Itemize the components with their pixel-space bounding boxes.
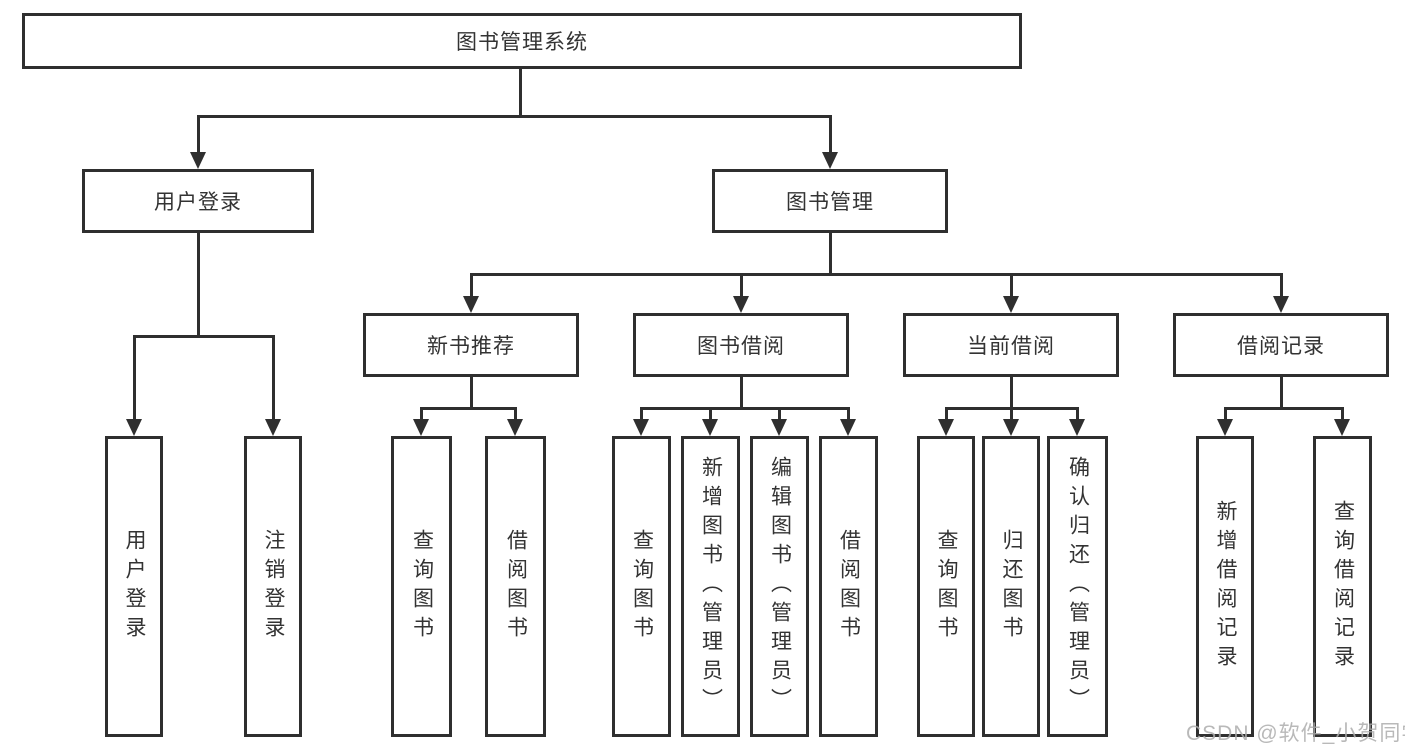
connector-line: [197, 115, 200, 152]
node-borrowing-records: 借阅记录: [1173, 313, 1389, 377]
node-book-borrowing: 图书借阅: [633, 313, 849, 377]
connector-line: [1010, 273, 1013, 296]
connector-line: [1076, 407, 1079, 419]
leaf-edit-books-admin-label: 编辑图书（管理员）: [768, 456, 792, 717]
connector-line: [640, 407, 850, 410]
node-library-management-system-label: 图书管理系统: [456, 31, 588, 54]
connector-line: [1224, 407, 1344, 410]
leaf-logout-login: 注销登录: [244, 436, 302, 737]
node-book-management-label: 图书管理: [786, 191, 874, 214]
connector-line: [133, 335, 275, 338]
connector-line: [1280, 273, 1283, 296]
leaf-edit-books-admin: 编辑图书（管理员）: [750, 436, 809, 737]
leaf-recommend-borrow-books-label: 借阅图书: [504, 528, 528, 645]
leaf-user-login-label: 用户登录: [123, 528, 147, 645]
node-borrowing-records-label: 借阅记录: [1237, 335, 1325, 358]
leaf-add-borrow-record-label: 新增借阅记录: [1214, 499, 1238, 674]
connector-line: [829, 115, 832, 152]
connector-arrow: [1334, 419, 1350, 436]
connector-arrow: [265, 419, 281, 436]
connector-arrow: [633, 419, 649, 436]
connector-arrow: [1003, 296, 1019, 313]
leaf-query-borrow-record: 查询借阅记录: [1313, 436, 1372, 737]
connector-arrow: [190, 152, 206, 169]
leaf-recommend-borrow-books: 借阅图书: [485, 436, 546, 737]
leaf-add-books-admin: 新增图书（管理员）: [681, 436, 740, 737]
leaf-return-books-label: 归还图书: [1000, 528, 1024, 645]
connector-line: [1341, 407, 1344, 419]
leaf-borrowing-borrow-books: 借阅图书: [819, 436, 878, 737]
leaf-borrowing-query-books: 查询图书: [612, 436, 671, 737]
node-new-book-recommendation: 新书推荐: [363, 313, 579, 377]
leaf-return-books: 归还图书: [982, 436, 1040, 737]
node-current-borrowing-label: 当前借阅: [967, 335, 1055, 358]
connector-line: [197, 115, 832, 118]
connector-arrow: [771, 419, 787, 436]
connector-line: [740, 273, 743, 296]
node-current-borrowing: 当前借阅: [903, 313, 1119, 377]
connector-line: [1224, 407, 1227, 419]
node-user-login: 用户登录: [82, 169, 314, 233]
connector-line: [197, 233, 200, 335]
connector-arrow: [507, 419, 523, 436]
connector-line: [470, 377, 473, 407]
leaf-current-query-books: 查询图书: [917, 436, 975, 737]
connector-arrow: [840, 419, 856, 436]
leaf-add-books-admin-label: 新增图书（管理员）: [699, 456, 723, 717]
node-user-login-label: 用户登录: [154, 191, 242, 214]
connector-line: [778, 407, 781, 419]
connector-arrow: [733, 296, 749, 313]
connector-line: [829, 233, 832, 273]
node-library-management-system: 图书管理系统: [22, 13, 1022, 69]
leaf-query-borrow-record-label: 查询借阅记录: [1331, 499, 1355, 674]
connector-line: [640, 407, 643, 419]
connector-arrow: [463, 296, 479, 313]
connector-line: [847, 407, 850, 419]
connector-arrow: [1069, 419, 1085, 436]
connector-arrow: [938, 419, 954, 436]
leaf-user-login: 用户登录: [105, 436, 163, 737]
watermark: CSDN @软件_小贺同学: [1186, 722, 1405, 745]
connector-line: [1010, 407, 1013, 419]
connector-line: [133, 335, 136, 419]
node-book-borrowing-label: 图书借阅: [697, 335, 785, 358]
connector-line: [420, 407, 423, 419]
connector-arrow: [1273, 296, 1289, 313]
connector-line: [519, 69, 522, 117]
connector-line: [272, 335, 275, 419]
connector-arrow: [413, 419, 429, 436]
leaf-recommend-query-books-label: 查询图书: [410, 528, 434, 645]
leaf-logout-login-label: 注销登录: [262, 528, 286, 645]
connector-line: [709, 407, 712, 419]
leaf-confirm-return-admin-label: 确认归还（管理员）: [1066, 456, 1090, 717]
connector-line: [420, 407, 517, 410]
leaf-recommend-query-books: 查询图书: [391, 436, 452, 737]
leaf-add-borrow-record: 新增借阅记录: [1196, 436, 1254, 737]
connector-line: [470, 273, 1283, 276]
connector-arrow: [822, 152, 838, 169]
node-book-management: 图书管理: [712, 169, 948, 233]
leaf-confirm-return-admin: 确认归还（管理员）: [1047, 436, 1108, 737]
connector-line: [470, 273, 473, 296]
connector-line: [1010, 377, 1013, 407]
connector-arrow: [702, 419, 718, 436]
leaf-borrowing-borrow-books-label: 借阅图书: [837, 528, 861, 645]
leaf-borrowing-query-books-label: 查询图书: [630, 528, 654, 645]
connector-arrow: [1003, 419, 1019, 436]
connector-line: [514, 407, 517, 419]
connector-line: [1280, 377, 1283, 407]
node-new-book-recommendation-label: 新书推荐: [427, 335, 515, 358]
connector-arrow: [1217, 419, 1233, 436]
leaf-current-query-books-label: 查询图书: [935, 528, 959, 645]
connector-line: [945, 407, 948, 419]
connector-line: [740, 377, 743, 407]
connector-arrow: [126, 419, 142, 436]
